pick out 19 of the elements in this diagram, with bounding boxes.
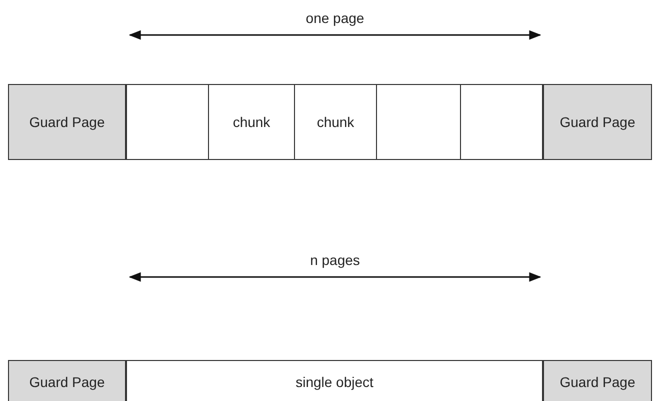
memory-block — [294, 84, 377, 160]
memory-cell — [460, 84, 543, 160]
memory-block — [208, 84, 295, 160]
block-label: Guard Page — [29, 374, 105, 390]
guard-page-block — [8, 360, 126, 401]
block-label: Guard Page — [29, 114, 105, 130]
block-label: Guard Page — [560, 374, 636, 390]
block-label: single object — [296, 374, 374, 390]
guard-page-block — [543, 360, 652, 401]
block-label: chunk — [316, 114, 354, 130]
guard-page-block — [543, 84, 652, 160]
block-label: chunk — [232, 114, 270, 130]
block-label: Guard Page — [560, 114, 636, 130]
memory-block — [126, 360, 543, 401]
guard-page-block — [8, 84, 126, 160]
memory-cell — [376, 84, 461, 160]
dimension-label: one page — [306, 10, 364, 26]
memory-cell — [126, 84, 209, 160]
dimension-label: n pages — [310, 252, 360, 268]
